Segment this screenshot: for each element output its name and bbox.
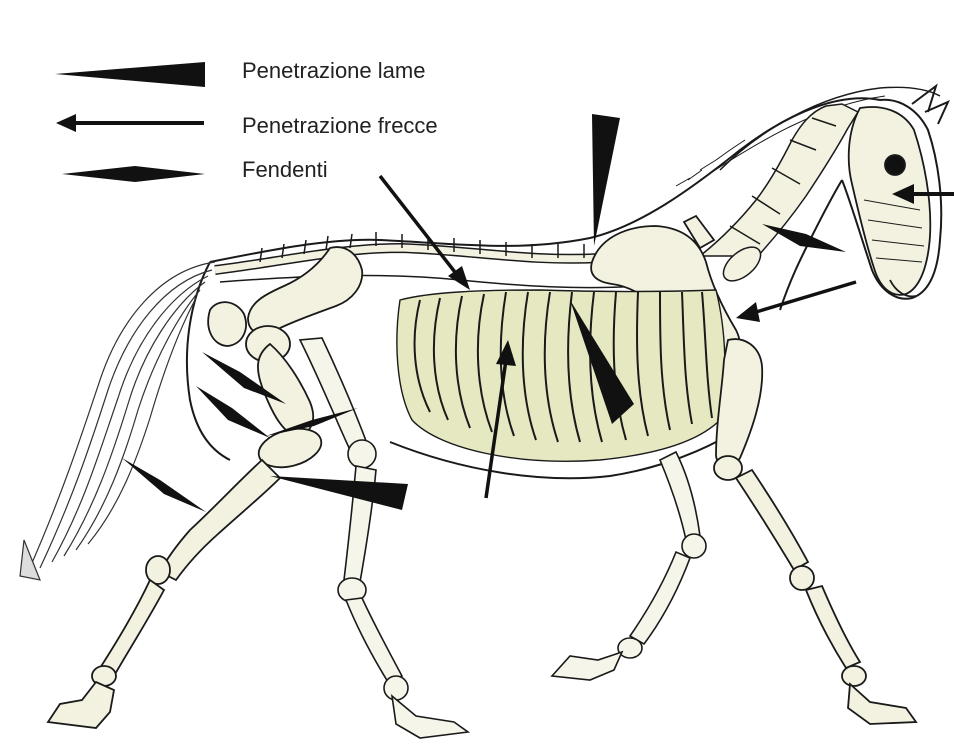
legend-slash-icon	[62, 166, 205, 182]
arrow-wound-chest	[736, 282, 856, 322]
legend-label-blade: Penetrazione lame	[242, 58, 425, 84]
slash-wound-gaskin	[122, 458, 206, 512]
blade-wound-thigh	[270, 476, 408, 510]
foreleg-near	[714, 339, 916, 724]
foreleg-far	[552, 452, 706, 680]
arrow-wound-back	[380, 176, 470, 290]
legend-arrow-icon	[56, 114, 204, 132]
slash-wound-hip-2	[196, 386, 270, 438]
blade-wound-withers	[592, 114, 620, 246]
eye-socket	[885, 155, 905, 175]
tail	[20, 262, 215, 580]
legend-label-arrow: Penetrazione frecce	[242, 113, 438, 139]
legend-label-slash: Fendenti	[242, 157, 328, 183]
rib-cage	[397, 290, 725, 461]
legend-blade-icon	[55, 62, 205, 87]
legend	[55, 62, 205, 182]
cervical-vertebrae	[700, 104, 858, 287]
hind-leg-near	[48, 344, 326, 728]
skull	[849, 107, 931, 296]
